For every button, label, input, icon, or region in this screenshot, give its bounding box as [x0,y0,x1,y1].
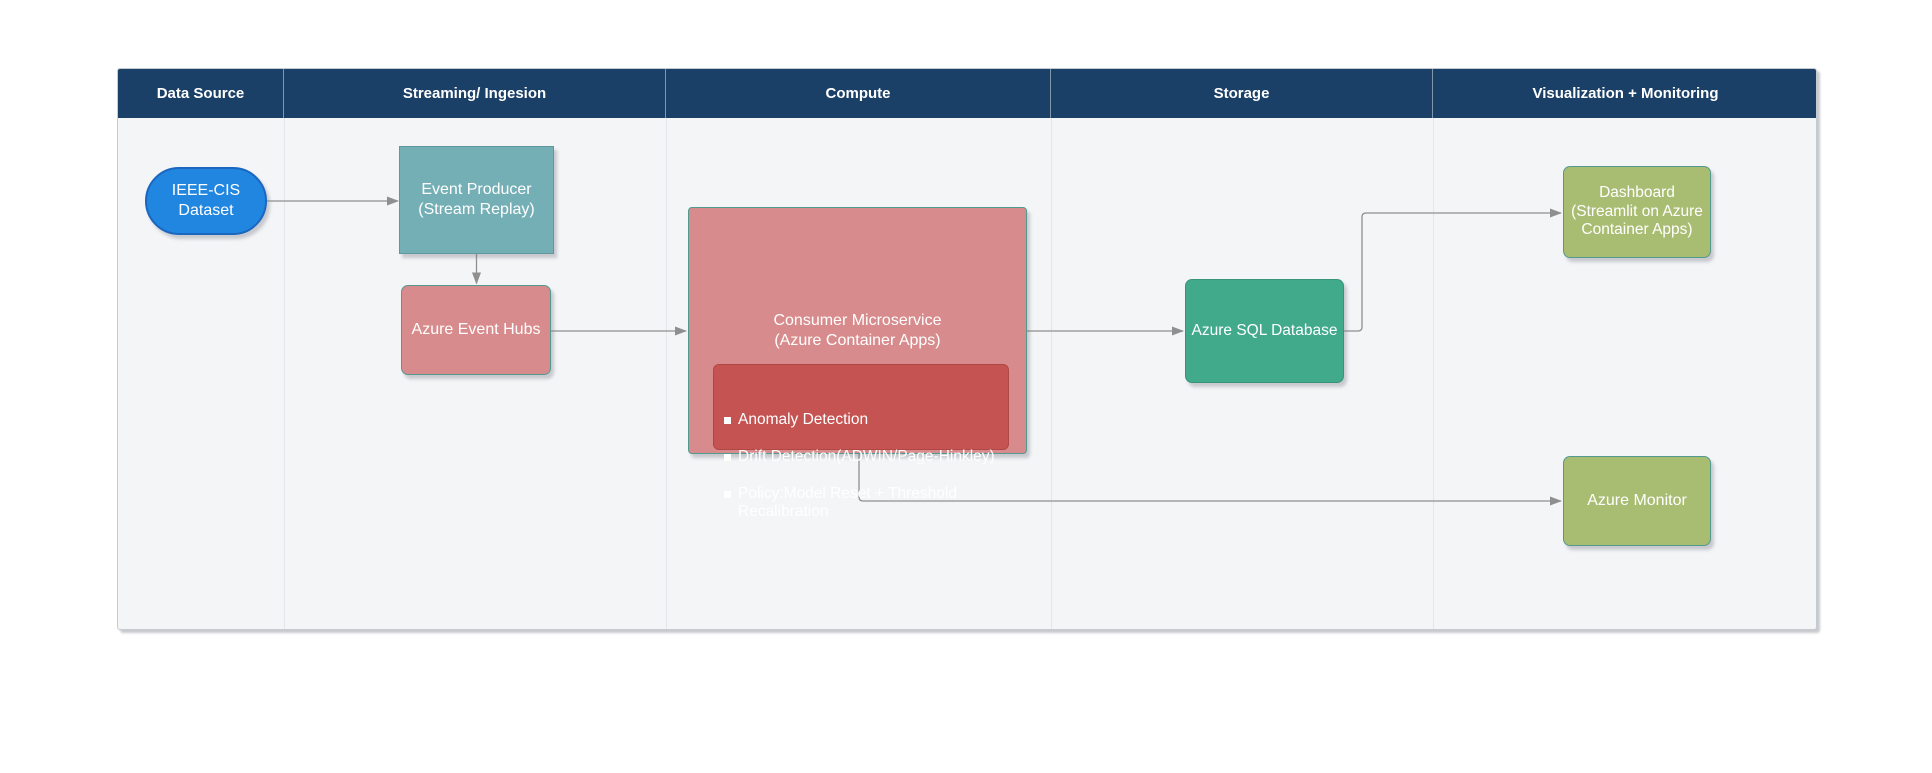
edge-sql-to-dashboard [1344,208,1562,332]
square-bullet-icon [724,491,731,499]
bullet-label: Policy:Model Reset + Threshold Recalibra… [738,485,957,520]
bullet-item: Anomaly Detection [723,411,999,429]
lane-divider [1433,118,1434,629]
lane-header-streaming: Streaming/ Ingesion [284,69,666,118]
node-ieee-cis-dataset: IEEE-CIS Dataset [145,167,267,235]
node-consumer-microservice: Consumer Microservice (Azure Container A… [688,207,1027,520]
square-bullet-icon [724,417,731,425]
node-dashboard: Dashboard (Streamlit on Azure Container … [1563,166,1711,258]
connector-lines [267,196,1562,506]
lane-header-row: Data Source Streaming/ Ingesion Compute … [118,69,1816,118]
bullet-item: Drift Detection(ADWIN/Page-Hinkley) [723,448,999,466]
swimlane-diagram: Data Source Streaming/ Ingesion Compute … [117,68,1817,630]
bullet-label: Anomaly Detection [738,411,869,429]
node-label: IEEE-CIS Dataset [171,182,241,219]
consumer-detail-panel: Anomaly Detection Drift Detection(ADWIN/… [713,364,1009,520]
lane-header-compute: Compute [666,69,1051,118]
bullet-label: Drift Detection(ADWIN/Page-Hinkley) [738,448,995,466]
node-label: Azure Monitor [1587,492,1687,510]
lane-divider [1051,118,1052,629]
node-event-producer: Event Producer (Stream Replay) [399,146,554,254]
node-label: Consumer Microservice (Azure Container A… [773,311,942,349]
edge-consumer-to-monitor [858,454,1562,506]
lane-header-data-source: Data Source [118,69,284,118]
node-label: Dashboard (Streamlit on Azure Container … [1571,183,1703,239]
node-azure-event-hubs: Azure Event Hubs [401,285,551,375]
lane-divider [284,118,285,629]
node-label: Azure SQL Database [1191,321,1338,339]
node-azure-monitor: Azure Monitor [1563,456,1711,546]
node-azure-sql-database: Azure SQL Database [1185,279,1344,383]
bullet-item: Policy:Model Reset + Threshold Recalibra… [723,485,999,520]
lane-divider [666,118,667,629]
lane-header-storage: Storage [1051,69,1433,118]
node-label: Event Producer (Stream Replay) [418,181,535,218]
node-label: Azure Event Hubs [411,321,541,339]
bullet-list: Anomaly Detection Drift Detection(ADWIN/… [723,392,999,540]
square-bullet-icon [724,454,731,462]
lane-header-visualization: Visualization + Monitoring [1532,85,1719,102]
